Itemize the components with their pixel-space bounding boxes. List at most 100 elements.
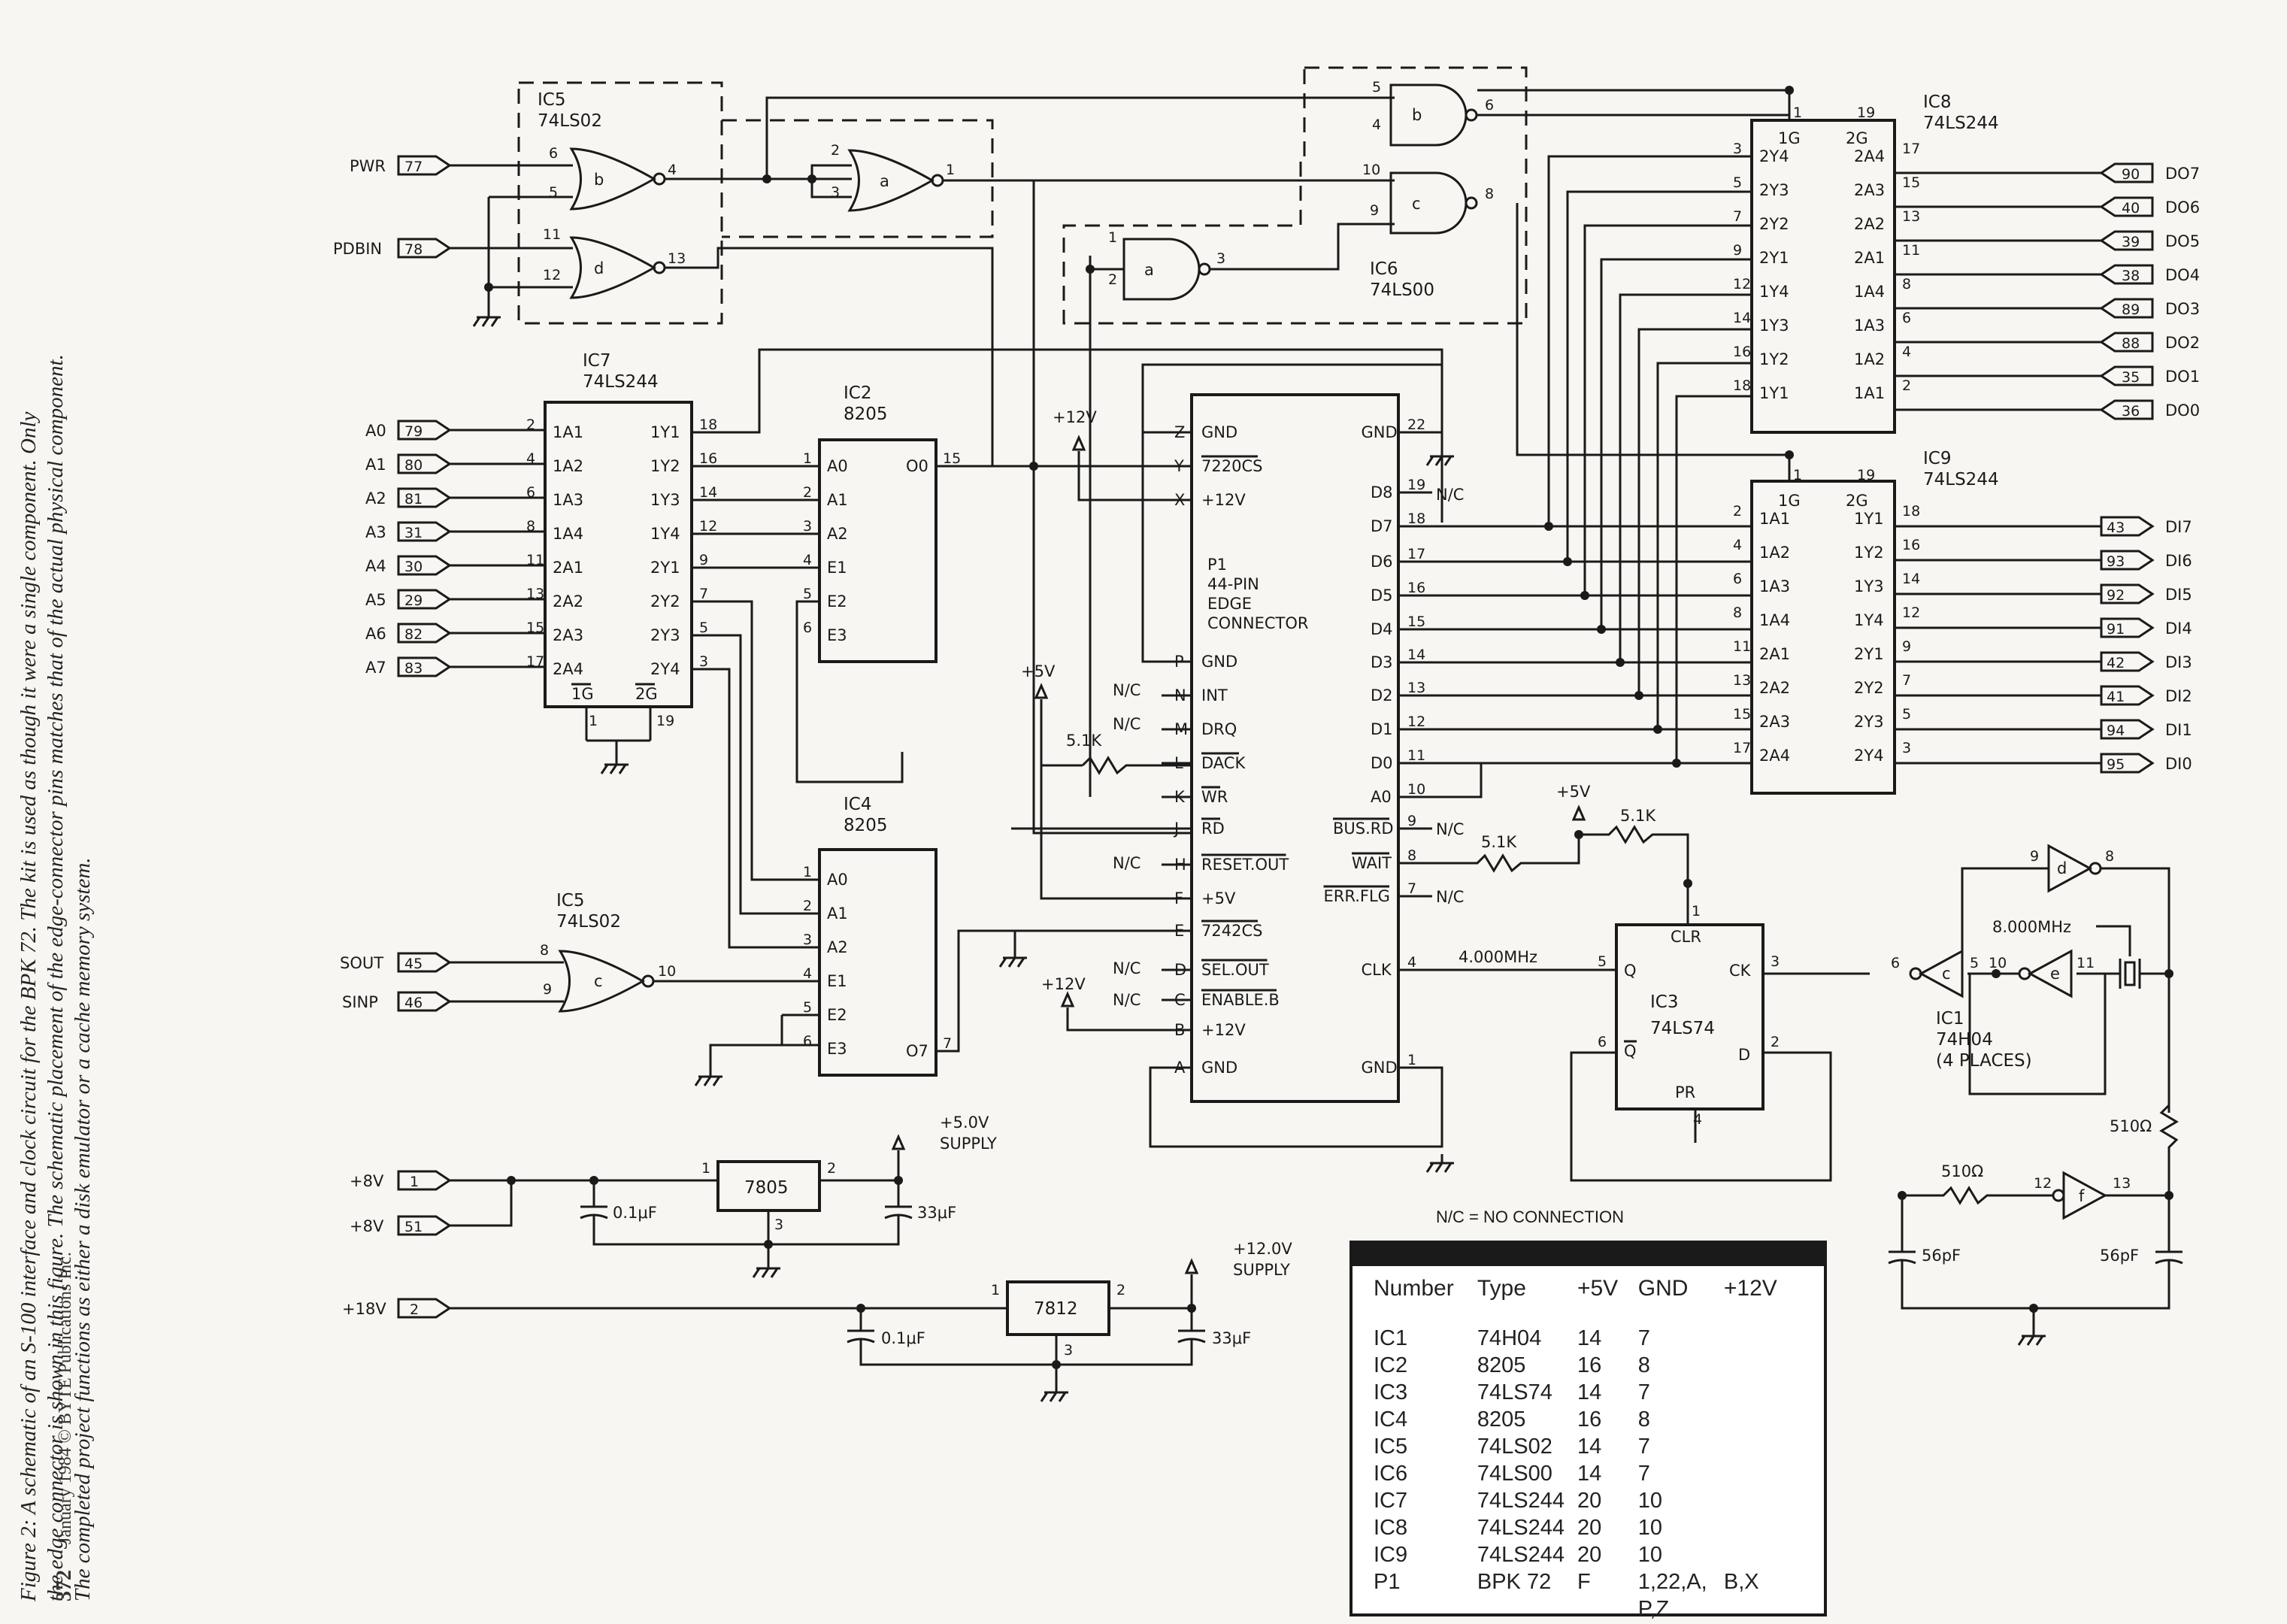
ic8-pin-num-left: 3 — [1733, 141, 1742, 157]
ic7-pin-num-right: 14 — [699, 484, 717, 501]
ic9-pin-name-right: 1Y3 — [1854, 577, 1884, 595]
reg5-pin1: 1 — [701, 1160, 710, 1177]
ic7-pin-name-right: 1Y3 — [650, 491, 680, 509]
ic8-pin-name-right: 1A3 — [1854, 317, 1885, 335]
ic6b-pin6: 6 — [1485, 97, 1494, 114]
p1-pin-name-right: GND — [1362, 423, 1398, 441]
ic-table-cell: 74LS244 — [1477, 1543, 1565, 1567]
clk-4mhz-label: 4.000MHz — [1459, 948, 1537, 966]
ic-table-header-number: Number — [1374, 1276, 1454, 1301]
ic4-pin-name: A1 — [827, 904, 848, 923]
p1-pin-num-right: 13 — [1407, 680, 1425, 696]
ic5a-pin2: 2 — [831, 142, 840, 159]
ic1-ref: IC1 — [1936, 1009, 1964, 1029]
ground-icon — [694, 1068, 722, 1086]
ic5c-letter: c — [594, 972, 603, 990]
clk-8mhz-label: 8.000MHz — [1992, 918, 2071, 936]
ic7-pin-num-right: 12 — [699, 518, 717, 535]
ic7-ref: IC7 — [583, 351, 610, 371]
sout-sinp-wires — [450, 961, 819, 1003]
ic9-pin-num-left: 13 — [1733, 672, 1751, 689]
ground-symbols — [472, 308, 2046, 1402]
ic6c-bubble — [1465, 196, 1478, 210]
ic-table-cell: 16 — [1577, 1353, 1602, 1377]
ic5b-letter: b — [594, 171, 604, 189]
ic5-bottom-ref: IC5 — [556, 891, 584, 910]
ic7-enable-gnd — [585, 707, 652, 756]
ic4-ref: IC4 — [844, 795, 871, 814]
ic9-pin-name-left: 1A1 — [1759, 510, 1790, 528]
data-out-label: DO6 — [2165, 198, 2200, 217]
ic2-out-name: O0 — [906, 457, 928, 475]
ic2-out-num: 15 — [943, 450, 961, 467]
sinp-connector — [397, 991, 452, 1012]
ic8-pin-num-right: 15 — [1902, 174, 1920, 191]
ic-table-cell: 8205 — [1477, 1353, 1526, 1377]
ic1c-pin6: 6 — [1891, 955, 1900, 971]
data-in-label: DI6 — [2165, 552, 2192, 570]
p1-pin-name-right: D2 — [1371, 686, 1393, 704]
reg5-pin2: 2 — [827, 1160, 836, 1177]
ic5c-pin10: 10 — [658, 963, 676, 980]
p1-pin-num-right: 18 — [1407, 511, 1425, 527]
junction-dot — [762, 174, 771, 183]
p1-pin-name-left: 7220CS — [1201, 457, 1262, 475]
ic2-pin-name: A1 — [827, 491, 848, 509]
ic9-pin-name-right: 2Y2 — [1854, 679, 1884, 697]
ic4-pin-name: E3 — [827, 1040, 847, 1058]
ic3-qbar-num: 6 — [1598, 1034, 1607, 1050]
ic-table-cell: 14 — [1577, 1380, 1602, 1404]
data-in-connector — [2100, 753, 2155, 774]
ic-table-cell: 74H04 — [1477, 1326, 1542, 1350]
ic5d-pin11: 11 — [543, 226, 561, 243]
ic9-type: 74LS244 — [1923, 470, 1999, 489]
p1-side-wiring: +12V +5V 5.1K +12V N/C N/C N/C N/C N/C N… — [1011, 363, 1692, 1148]
data-out-pin: 88 — [2122, 335, 2140, 352]
p1-pin-num-right: 4 — [1407, 954, 1416, 971]
ic-table-cell: 20 — [1577, 1489, 1602, 1513]
ic8-pin-num-right: 2 — [1902, 377, 1911, 394]
wait-resistor — [1398, 835, 1580, 873]
ic1d-inverter — [2047, 844, 2093, 893]
ic9-pin-name-left: 2A2 — [1759, 679, 1790, 697]
pdbin-pin: 78 — [404, 241, 423, 258]
data-in-connector — [2100, 516, 2155, 537]
ic-table-cell — [1724, 1406, 1824, 1433]
data-in-label: DI3 — [2165, 653, 2192, 671]
ic8-pin-name-right: 2A1 — [1854, 249, 1885, 267]
data-in-connector — [2100, 685, 2155, 706]
ic8-pin-num-right: 17 — [1902, 141, 1920, 157]
ic5-top-type: 74LS02 — [538, 111, 602, 131]
p1-pin-name-left: INT — [1201, 686, 1228, 704]
p1-pin-name-right: D1 — [1371, 720, 1393, 738]
ic-table-cell: 8 — [1637, 1353, 1650, 1377]
dack-resistor — [1081, 756, 1192, 775]
ic8-pin-name-left: 1Y4 — [1759, 283, 1789, 301]
ic6b-nand-gate — [1389, 83, 1468, 147]
ic-table-cell: 14 — [1577, 1435, 1602, 1459]
ic5d-out-wire — [665, 247, 994, 466]
ic9-pin-num-left: 2 — [1733, 503, 1742, 520]
junction-dot — [1597, 625, 1606, 634]
ic9-pin-name-left: 2A3 — [1759, 713, 1790, 731]
p1-pin-name-right: D0 — [1371, 754, 1393, 772]
ic2-e2-wire — [795, 600, 904, 783]
ic9-pin-name-left: 1A4 — [1759, 611, 1790, 629]
ic9-pin-num-left: 15 — [1733, 706, 1751, 723]
p1-pin-num-right: 9 — [1407, 813, 1416, 829]
ic4-out-num: 7 — [943, 1035, 952, 1052]
ic-table-cell: 8 — [1637, 1407, 1650, 1432]
reg-7805-label: 7805 — [744, 1178, 789, 1198]
ic2-pin-num: 3 — [803, 518, 812, 535]
supply12-volt: +12.0V — [1233, 1240, 1292, 1258]
ic-table-cell — [1724, 1514, 1824, 1541]
p1-pin-name-left: +5V — [1201, 889, 1236, 907]
ic8-pin-num-right: 11 — [1902, 242, 1920, 259]
ic7-pin-name-right: 1Y1 — [650, 423, 680, 441]
a5-connector — [397, 589, 452, 610]
